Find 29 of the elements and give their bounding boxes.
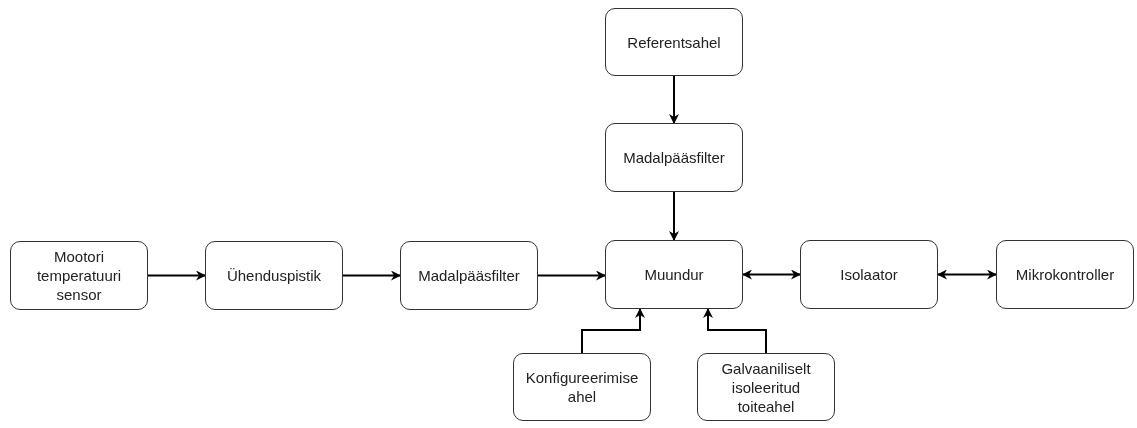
process-box <box>10 241 148 310</box>
box-label: Isolaator <box>840 265 898 284</box>
arrow <box>937 269 997 280</box>
box-label: Mootori temperatuuri sensor <box>35 247 123 304</box>
box-label: Referentsahel <box>627 32 721 52</box>
arrow <box>669 191 679 241</box>
box-label: Ühenduspistik <box>226 266 322 285</box>
process-box <box>605 123 743 192</box>
process-box <box>205 241 343 310</box>
box-label: Madalpääsfilter <box>418 266 520 285</box>
box-label: Konfigureerimise ahel <box>524 368 640 406</box>
process-box <box>513 353 651 421</box>
arrow <box>537 270 606 281</box>
arrow <box>742 269 801 280</box>
box-label: Muundur <box>644 265 704 284</box>
arrow <box>147 270 206 281</box>
arrow <box>581 308 645 354</box>
arrow <box>342 270 401 281</box>
process-box <box>400 241 538 310</box>
process-box <box>996 240 1134 309</box>
process-box <box>605 240 743 309</box>
process-box <box>697 353 835 421</box>
arrow <box>669 75 679 124</box>
box-label: Madalpääsfilter <box>623 148 725 167</box>
process-box <box>605 8 743 76</box>
arrow <box>703 308 767 354</box>
process-box <box>800 240 938 309</box>
box-label: Mikrokontroller <box>1015 265 1115 284</box>
box-label: Galvaaniliselt isoleeritud toiteahel <box>720 358 812 416</box>
